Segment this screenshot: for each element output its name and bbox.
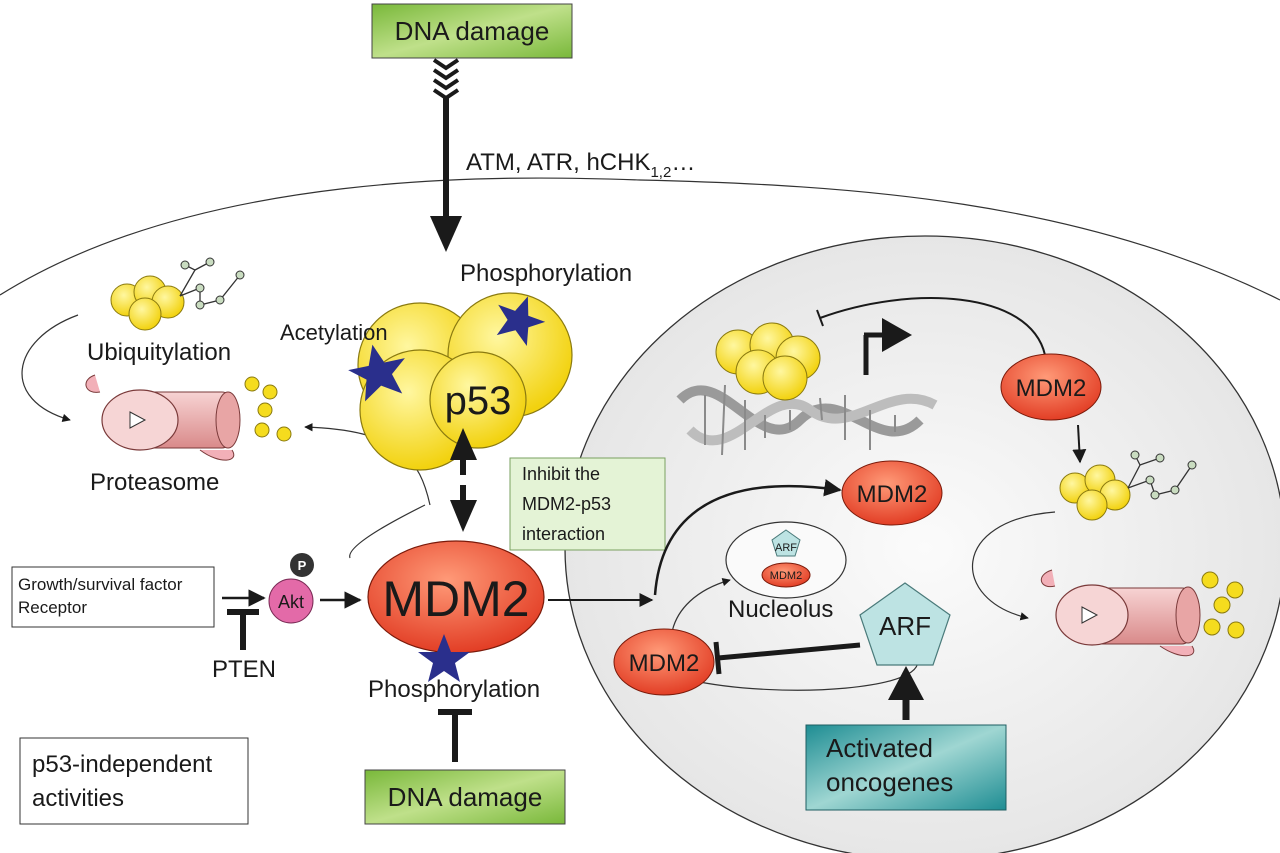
arf-small-pentagon <box>771 529 801 557</box>
p53-label: p53 <box>445 379 512 423</box>
mdm2-inhibits-p53-transcription <box>819 297 1046 356</box>
phosphorylation-bottom-label: Phosphorylation <box>368 676 540 703</box>
inhibit-line-1: Inhibit the <box>522 464 600 484</box>
ubiquitin-to-proteasome-arrow-right <box>971 511 1056 621</box>
proteasome-right <box>1041 569 1201 657</box>
ubiquitin-chain-right <box>1059 450 1197 521</box>
growth-line-1: Growth/survival factor <box>18 575 183 594</box>
inhibit-line-3: interaction <box>522 524 605 544</box>
ubiquitin-chain-left <box>110 257 245 331</box>
acetylation-label: Acetylation <box>280 320 388 345</box>
dna-damage-signal-arrow <box>430 58 462 252</box>
acetylation-star-icon <box>348 344 405 402</box>
degraded-fragments-right <box>1201 571 1245 639</box>
mdm2-nuclear-left <box>613 628 715 696</box>
akt-node <box>268 578 314 624</box>
dna-damage-label-bottom: DNA damage <box>388 782 543 812</box>
p53-mdm2-interaction-arrow <box>450 428 477 532</box>
ubiquitylation-label: Ubiquitylation <box>87 339 231 366</box>
phospho-badge-label: P <box>298 558 307 573</box>
transcription-start-arrow <box>863 318 912 375</box>
mdm2-small-label: MDM2 <box>770 570 802 582</box>
pten-inhibition <box>227 609 259 650</box>
nuclear-import-arrow <box>653 479 842 596</box>
ubiquitylation-to-proteasome-arrow <box>21 314 79 422</box>
proteasome-label: Proteasome <box>90 469 219 496</box>
dna-damage-inhibition <box>438 709 472 762</box>
inhibition-bar-icon <box>816 309 824 327</box>
phosphorylation-top-label: Phosphorylation <box>460 260 632 287</box>
phosphorylation-star-icon-top <box>496 296 546 347</box>
arf-inhibits-mdm2 <box>713 641 861 675</box>
proteasome-left <box>85 374 241 461</box>
arf-pentagon <box>859 582 951 666</box>
mdm2-to-p53-link <box>349 504 426 559</box>
mdm2-nuclear-top <box>1000 353 1102 421</box>
arf-label: ARF <box>879 611 931 641</box>
growth-line-2: Receptor <box>18 598 87 617</box>
oncogenes-line-1: Activated <box>826 733 933 763</box>
mdm2-nuclear-top-label: MDM2 <box>1016 375 1087 402</box>
akt-label: Akt <box>278 592 304 612</box>
mdm2-nuclear-left-label: MDM2 <box>629 650 700 677</box>
cell-membrane <box>0 177 1280 301</box>
growth-factor-receptor-box: Growth/survival factor Receptor <box>11 566 215 628</box>
oncogenes-to-arf-arrow <box>888 666 924 720</box>
degraded-fragments-left <box>244 376 292 442</box>
pten-label: PTEN <box>212 656 276 683</box>
inhibit-line-2: MDM2-p53 <box>522 494 611 514</box>
mdm2-central-label: MDM2 <box>382 571 529 627</box>
oncogenes-line-2: oncogenes <box>826 767 953 797</box>
kinases-label: ATM, ATR, hCHK1,2… <box>466 149 695 181</box>
mdm2-to-ubiquitin-arrow <box>1072 424 1087 464</box>
independent-line-2: activities <box>32 785 124 812</box>
nucleolus <box>725 521 847 599</box>
phosphorylation-star-icon-bottom <box>418 634 470 682</box>
nucleolus-label: Nucleolus <box>728 596 833 623</box>
phospho-badge-icon <box>290 553 314 577</box>
p53-independent-box: p53-independent activities <box>19 737 249 825</box>
activated-oncogenes-box: Activated oncogenes <box>805 724 1007 811</box>
dna-damage-box-bottom: DNA damage <box>364 769 566 825</box>
p53-tetramer-nuclear <box>715 322 821 401</box>
arf-small-label: ARF <box>775 542 797 554</box>
dna-damage-box-top: DNA damage <box>371 3 573 59</box>
mdm2-small-oval <box>761 562 811 588</box>
mdm2-nuclear-mid-label: MDM2 <box>857 481 928 508</box>
independent-line-1: p53-independent <box>32 751 212 778</box>
mdm2-nuclear-mid <box>841 460 943 526</box>
dna-damage-label-top: DNA damage <box>395 16 550 46</box>
dna-helix <box>676 384 938 456</box>
inhibit-interaction-box: Inhibit the MDM2-p53 interaction <box>509 457 666 551</box>
